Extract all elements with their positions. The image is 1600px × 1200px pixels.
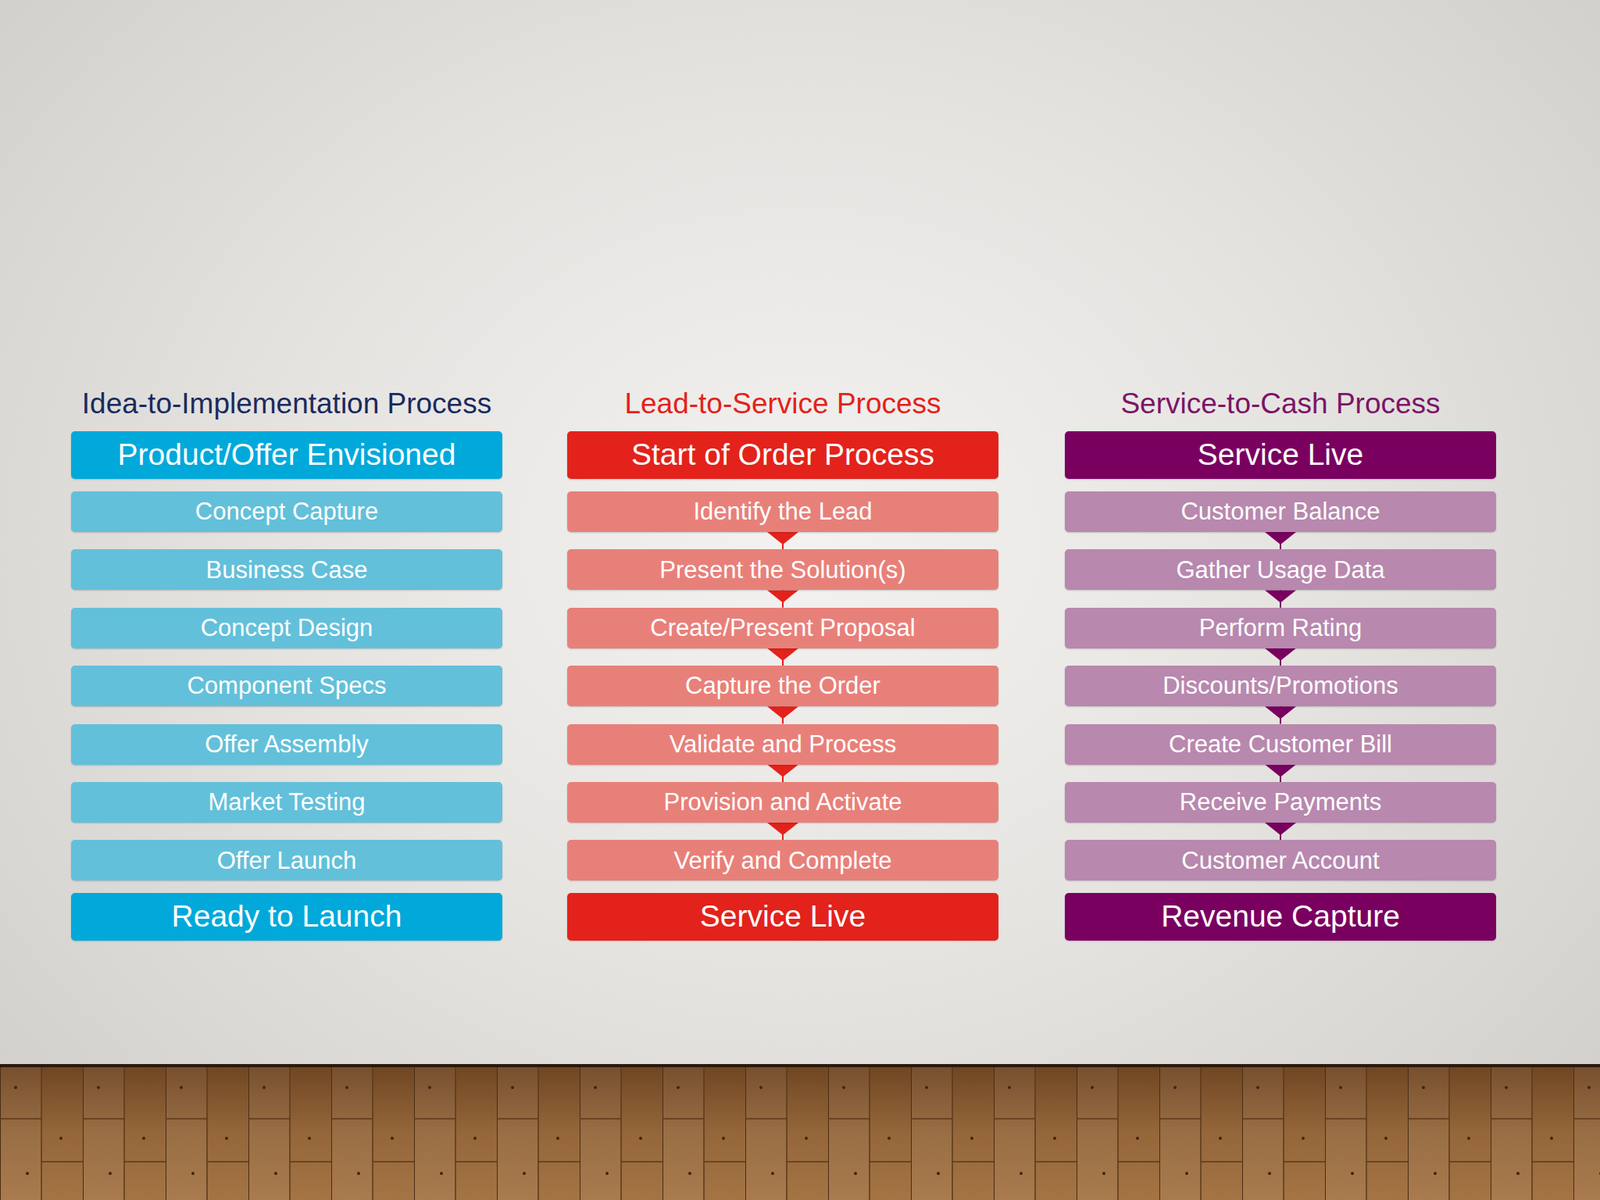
process-step: Create Customer Bill [1064, 724, 1497, 765]
step-text: Offer Launch [217, 846, 358, 875]
process-title: Service-to-Cash Process [1120, 387, 1440, 422]
process-step: Create/Present Proposal [567, 607, 999, 649]
process-step: Perform Rating [1064, 607, 1497, 649]
process-step: Offer Launch [71, 839, 503, 881]
step-text: Ready to Launch [171, 899, 403, 935]
step-text: Customer Account [1181, 846, 1379, 875]
process-title: Idea-to-Implementation Process [82, 387, 492, 422]
flow-arrow [767, 822, 799, 840]
step-text: Create Customer Bill [1168, 730, 1393, 759]
process-step: Discounts/Promotions [1064, 665, 1497, 707]
process-step: Provision and Activate [567, 782, 999, 823]
step-text: Offer Assembly [204, 730, 369, 759]
process-step: Validate and Process [567, 724, 999, 765]
step-text: Perform Rating [1199, 614, 1362, 643]
wood-floor [0, 1064, 1600, 1200]
process-step: Customer Balance [1064, 491, 1497, 533]
process-step: Market Testing [71, 782, 503, 823]
step-text: Verify and Complete [673, 846, 892, 875]
step-text: Component Specs [186, 671, 386, 700]
process-milestone: Revenue Capture [1064, 892, 1497, 941]
step-text: Provision and Activate [663, 788, 902, 817]
step-text: Business Case [206, 556, 368, 585]
flow-arrow [1264, 532, 1297, 550]
flow-arrow [1264, 648, 1297, 666]
step-text: Product/Offer Envisioned [117, 437, 457, 473]
step-text: Revenue Capture [1160, 899, 1400, 935]
process-step: Gather Usage Data [1064, 549, 1497, 590]
flow-arrow [1264, 589, 1297, 608]
process-step: Capture the Order [567, 665, 999, 707]
step-text: Concept Design [200, 614, 374, 643]
flow-arrow [1264, 764, 1297, 783]
process-step: Receive Payments [1064, 782, 1497, 823]
process-milestone: Service Live [567, 892, 999, 941]
flow-arrow [767, 648, 799, 666]
step-text: Concept Capture [195, 497, 379, 526]
step-text: Start of Order Process [631, 437, 935, 473]
step-text: Create/Present Proposal [650, 614, 915, 643]
process-step: Concept Design [71, 607, 503, 649]
flow-arrow [767, 589, 799, 608]
flow-arrow [767, 764, 799, 783]
process-title: Lead-to-Service Process [624, 387, 941, 422]
step-text: Capture the Order [685, 671, 881, 700]
step-text: Customer Balance [1180, 497, 1380, 526]
step-text: Service Live [700, 899, 866, 935]
flow-arrow [1264, 706, 1297, 724]
process-milestone: Product/Offer Envisioned [71, 431, 503, 479]
process-step: Identify the Lead [567, 491, 999, 533]
step-text: Present the Solution(s) [659, 556, 906, 585]
flow-arrow [1264, 822, 1297, 840]
process-milestone: Start of Order Process [567, 431, 999, 479]
flow-arrow [767, 706, 799, 724]
step-text: Validate and Process [669, 730, 897, 759]
process-step: Business Case [71, 549, 503, 590]
step-text: Identify the Lead [692, 497, 872, 526]
process-step: Offer Assembly [71, 724, 503, 765]
step-text: Gather Usage Data [1175, 556, 1385, 585]
process-step: Present the Solution(s) [567, 549, 999, 590]
process-milestone: Ready to Launch [71, 892, 503, 941]
process-step: Concept Capture [71, 491, 503, 533]
process-step: Customer Account [1064, 839, 1497, 881]
step-text: Market Testing [207, 788, 365, 817]
process-step: Verify and Complete [567, 839, 999, 881]
flow-arrow [767, 532, 799, 550]
process-step: Component Specs [71, 665, 503, 707]
process-milestone: Service Live [1064, 431, 1497, 479]
step-text: Receive Payments [1179, 788, 1382, 817]
step-text: Service Live [1197, 437, 1364, 473]
step-text: Discounts/Promotions [1162, 671, 1399, 700]
